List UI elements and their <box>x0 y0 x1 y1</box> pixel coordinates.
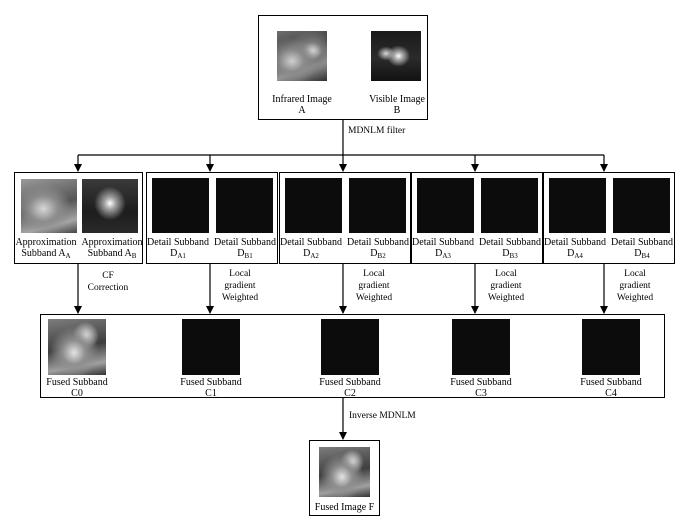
detail-subband-a1-image <box>152 178 209 233</box>
visible-image <box>371 31 421 81</box>
detail-subband-b1-image <box>216 178 273 233</box>
fused-image-box: Fused Image F <box>309 440 380 516</box>
fused-subband-c2-image <box>321 319 379 375</box>
approximation-subband-a-image <box>21 179 77 233</box>
infrared-image <box>277 31 327 81</box>
detail-subband-a4-image <box>549 178 606 233</box>
fused-image-f <box>319 447 370 497</box>
fused-subband-c1-image <box>182 319 240 375</box>
inverse-mdnlm-label: Inverse MDNLM <box>349 411 416 421</box>
fused-image-label: Fused Image F <box>314 502 375 513</box>
approximation-subband-b-image <box>82 179 138 233</box>
mdnlm-filter-label: MDNLM filter <box>348 126 406 136</box>
detail-subband-a2-image <box>285 178 342 233</box>
detail-subband-a3-image <box>417 178 474 233</box>
detail-subband-b4-image <box>613 178 670 233</box>
fused-subband-c0-image <box>48 319 106 375</box>
fused-subband-c3-image <box>452 319 510 375</box>
fused-subband-c4-image <box>582 319 640 375</box>
detail-subband-b3-image <box>481 178 538 233</box>
detail-subband-b2-image <box>349 178 406 233</box>
